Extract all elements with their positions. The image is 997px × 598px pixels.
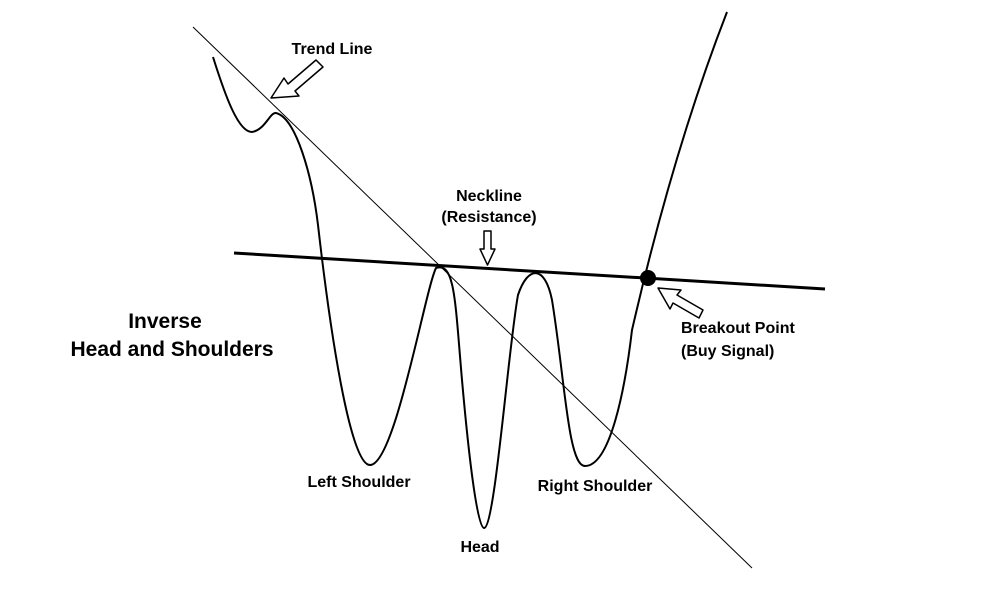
neckline-label: Neckline xyxy=(456,188,522,205)
price-curve xyxy=(212,11,728,529)
trend-line xyxy=(192,26,753,569)
breakout-point-marker xyxy=(640,270,656,286)
diagram-title-line1: Inverse xyxy=(128,310,202,333)
breakout-point-label: Breakout Point xyxy=(681,320,795,337)
breakout-point-sublabel: (Buy Signal) xyxy=(681,343,774,360)
trend-line-arrow-icon xyxy=(270,59,324,99)
neckline xyxy=(233,251,826,291)
breakout-arrow-icon xyxy=(657,287,704,319)
neckline-sublabel: (Resistance) xyxy=(441,209,536,226)
diagram-title-line2: Head and Shoulders xyxy=(70,338,273,361)
trend-line-label: Trend Line xyxy=(292,41,373,58)
right-shoulder-label: Right Shoulder xyxy=(538,478,653,495)
head-label: Head xyxy=(460,539,499,556)
neckline-arrow-icon xyxy=(479,230,496,266)
left-shoulder-label: Left Shoulder xyxy=(307,474,410,491)
